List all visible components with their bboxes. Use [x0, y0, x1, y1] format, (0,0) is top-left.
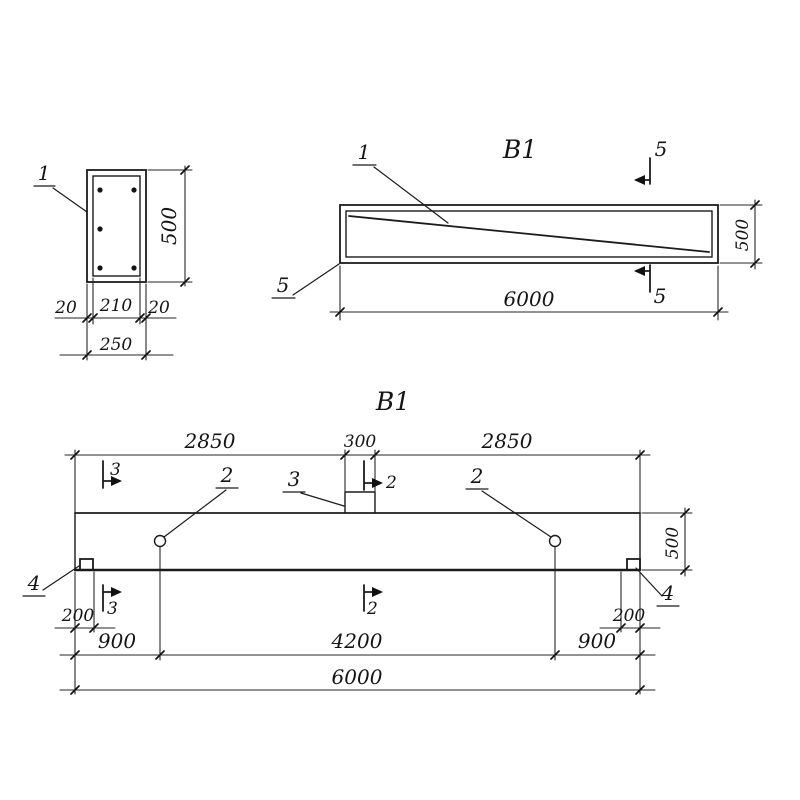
slot-callout-leader: [282, 491, 345, 507]
section-callout-1-leader: [33, 185, 88, 213]
elevation-beam-inner-outline: [345, 210, 713, 258]
plan-title: В1: [375, 387, 410, 416]
cut-arrow-right-icon: [372, 587, 383, 597]
plan-mid-dim-ticks: [70, 650, 645, 660]
plan-dim-6000: 6000: [332, 665, 383, 689]
cut-arrow-right-icon: [372, 478, 383, 488]
loop-callout-right: 2: [470, 464, 484, 488]
cut-mark-5-top: 5: [634, 137, 667, 185]
cut-mark-5-top-label: 5: [655, 137, 668, 161]
elevation-length-dim: 6000: [504, 287, 555, 311]
section-height-dim: 500: [157, 207, 181, 245]
plan-height-dim-ticks: [680, 508, 690, 575]
loop-callout-left: 2: [220, 463, 234, 487]
plan-top-dim-ticks: [70, 450, 645, 460]
plate-callout-right: 4: [661, 581, 675, 605]
plan-height-dim-lines: [641, 507, 693, 577]
plan-dim-900-right: 900: [578, 629, 616, 653]
cut-mark-2-bottom: 2: [363, 584, 383, 619]
section-inner-outline: [92, 175, 141, 277]
plan-offset-dim-ticks: [70, 623, 645, 633]
section-width-dim-lines: [54, 277, 177, 361]
plan-top-dim-lines: [64, 449, 651, 514]
plate-callout-left: 4: [27, 571, 41, 595]
rebar-dots: [97, 187, 137, 271]
plan-dim-200-right: 200: [612, 606, 646, 626]
plan-dim-200-left: 200: [61, 606, 95, 626]
elevation-title: В1: [502, 135, 537, 164]
section-width-dim-ticks: [82, 313, 151, 360]
elevation-corner-callout-leader: [271, 263, 340, 299]
loop-callout-right-leader: [465, 488, 552, 538]
plan-offset-dim-lines: [54, 571, 661, 695]
cut-mark-2-bottom-label: 2: [366, 599, 378, 619]
section-width-dim: 250: [99, 335, 133, 355]
plan-dim-2850-right: 2850: [481, 429, 533, 453]
elevation-height-dim-ticks: [750, 200, 760, 268]
plan-dim-2850-left: 2850: [184, 429, 236, 453]
plan-dim-4200: 4200: [331, 629, 383, 653]
plan-dim-300: 300: [344, 432, 377, 452]
rebar-dot: [97, 226, 103, 232]
rebar-dot: [97, 187, 103, 193]
cut-arrow-right-icon: [111, 476, 122, 486]
elevation-rebar-diagonal: [348, 215, 710, 253]
elevation-height-dim: 500: [733, 219, 753, 252]
elevation-beam-outline: [339, 204, 719, 264]
section-cover-right-dim: 20: [147, 298, 170, 318]
cut-mark-5-bottom: 5: [634, 264, 667, 308]
lifting-loop-right-icon: [548, 534, 562, 548]
elevation-callout-1-leader: [352, 164, 449, 224]
elevation-length-dim-ticks: [335, 307, 723, 317]
section-core-dim: 210: [99, 296, 133, 316]
lifting-loop-left-icon: [153, 534, 167, 548]
cut-mark-5-bottom-label: 5: [654, 284, 667, 308]
elevation-view: В1 1 5 5 5 6000 500: [271, 135, 763, 321]
cut-arrow-left-icon: [634, 266, 645, 276]
section-callout-1: 1: [38, 161, 51, 185]
plan-view: В1 2850 300 2850 3 2 2 3 2: [22, 387, 693, 695]
embed-plate-left: [79, 558, 94, 571]
plan-overall-dim-ticks: [70, 685, 645, 695]
section-height-dim-ticks: [180, 165, 190, 287]
cross-section-view: 1 500 20 210 20 250: [33, 161, 193, 361]
rebar-dot: [131, 187, 137, 193]
slot-callout: 3: [288, 467, 301, 491]
cut-mark-3-bottom-label: 3: [107, 599, 118, 619]
elevation-corner-callout: 5: [277, 273, 290, 297]
section-outer-outline: [86, 169, 147, 283]
section-cover-left-dim: 20: [54, 298, 77, 318]
cut-mark-3-bottom: 3: [102, 584, 122, 619]
cut-mark-2-top-label: 2: [385, 473, 397, 493]
cut-mark-3-top-label: 3: [110, 460, 121, 480]
plan-center-slot: [344, 491, 376, 514]
cut-mark-2-top: 2: [363, 460, 397, 493]
rebar-dot: [97, 265, 103, 271]
cut-arrow-right-icon: [111, 587, 122, 597]
plate-callout-left-leader: [22, 565, 80, 597]
cut-mark-3-top: 3: [102, 460, 122, 489]
embed-plate-right: [626, 558, 641, 571]
cut-arrow-left-icon: [634, 175, 645, 185]
rebar-dot: [131, 265, 137, 271]
plan-height-dim: 500: [663, 527, 683, 560]
elevation-callout-1: 1: [358, 140, 371, 164]
plan-dim-900-left: 900: [98, 629, 136, 653]
